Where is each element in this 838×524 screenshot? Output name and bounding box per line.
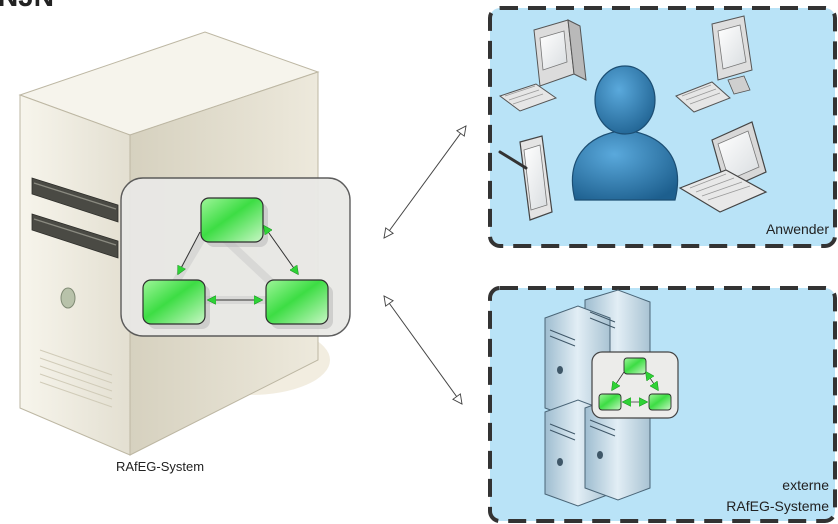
workflow-arrow-top-right	[264, 226, 298, 274]
workflow-step-left	[142, 279, 210, 329]
cropped-heading-text: NJN	[0, 0, 54, 12]
desktop-computer-icon	[498, 19, 587, 112]
system-label: RAfEG-System	[116, 459, 204, 474]
connection-arrow-users	[384, 126, 466, 238]
connection-arrow-external	[384, 296, 462, 404]
user-person-icon	[571, 65, 679, 201]
workflow-panel	[120, 177, 351, 337]
workflow-arrow-top-left	[178, 231, 201, 274]
workflow-step-right	[265, 279, 333, 329]
external-panel-label-line2: RAfEG-Systeme	[726, 498, 829, 514]
external-workflow-panel	[591, 351, 679, 419]
laptop-icon	[678, 121, 768, 213]
users-panel: Anwender	[488, 6, 837, 248]
workflow-step-top	[200, 197, 268, 247]
external-panel-label-line1: externe	[782, 477, 829, 493]
desktop-monitor-icon	[675, 15, 753, 113]
users-panel-label: Anwender	[766, 221, 829, 237]
external-systems-panel: externe RAfEG-Systeme	[488, 286, 837, 523]
tablet-icon	[498, 135, 553, 221]
